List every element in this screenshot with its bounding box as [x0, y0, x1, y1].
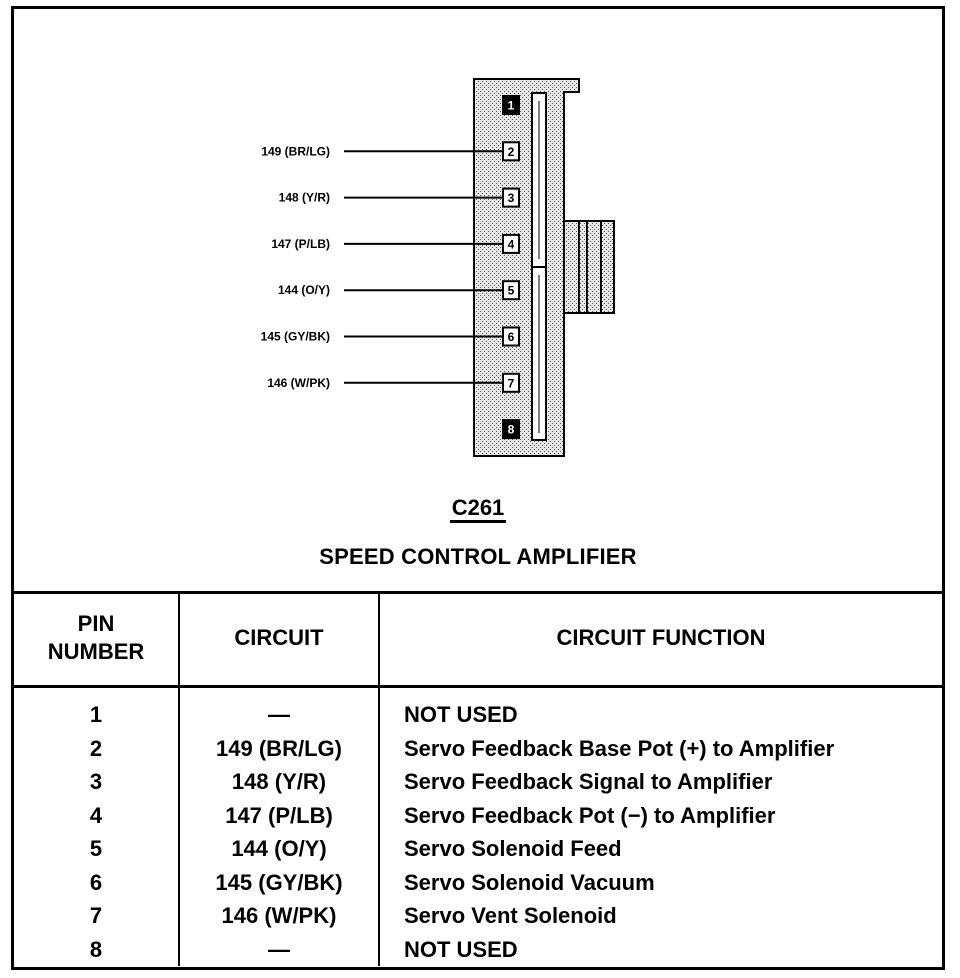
table-header-row: PIN NUMBER CIRCUIT CIRCUIT FUNCTION: [14, 591, 942, 688]
header-circuit-function: CIRCUIT FUNCTION: [379, 591, 942, 688]
pin-number-label: 2: [508, 145, 515, 159]
pin-cavity: 7: [502, 372, 520, 393]
circuit-function-cell: Servo Solenoid Feed: [404, 836, 622, 862]
pin-number-label: 4: [508, 237, 515, 251]
wire-label: 144 (O/Y): [278, 283, 330, 297]
circuit-function-cell: Servo Feedback Base Pot (+) to Amplifier: [404, 735, 835, 761]
pin-cavity: 6: [502, 326, 520, 347]
wire-label: 147 (P/LB): [271, 237, 330, 251]
connector-body: [473, 78, 580, 457]
circuit-function-cell: NOT USED: [404, 702, 518, 728]
connector-latch: [563, 220, 615, 314]
connector-id-text: C261: [449, 495, 507, 523]
wire-label: 149 (BR/LG): [261, 144, 330, 158]
pin-cavity: 2: [502, 141, 520, 162]
pin-number-cell: 2: [14, 731, 180, 765]
pin-cavity: 8: [502, 419, 520, 440]
circuit-function-cell: Servo Solenoid Vacuum: [404, 869, 655, 895]
connector-diagram: 149 (BR/LG) 148 (Y/R) 147 (P/LB) 144 (O/Y) 1…: [14, 9, 942, 594]
page-frame: 149 (BR/LG)148 (Y/R)147 (P/LB)144 (O/Y)1…: [11, 6, 945, 970]
table-row: 8— NOT USED: [14, 932, 942, 966]
pin-number-label: 1: [508, 99, 515, 113]
wire-label: 148 (Y/R): [279, 191, 330, 205]
wire-label: 146 (W/PK): [267, 376, 330, 390]
pin-number-label: 7: [508, 376, 515, 390]
header-pin-number-word: NUMBER: [47, 639, 145, 664]
circuit-cell: —: [179, 686, 380, 732]
circuit-cell: 147 (P/LB): [179, 798, 380, 832]
pin-number-label: 5: [508, 284, 515, 298]
circuit-cell: 144 (O/Y): [179, 832, 380, 866]
circuit-cell: 149 (BR/LG): [179, 731, 380, 765]
pin-cavity: 1: [502, 95, 520, 115]
circuit-function-cell: Servo Vent Solenoid: [404, 903, 617, 929]
header-circuit: CIRCUIT: [179, 591, 380, 688]
pin-number-cell: 6: [14, 865, 180, 899]
circuit-cell: —: [179, 932, 380, 966]
wire-label: 145 (GY/BK): [261, 330, 330, 344]
pin-number-label: 6: [508, 330, 515, 344]
circuit-cell: 148 (Y/R): [179, 765, 380, 799]
pin-number-label: 8: [508, 423, 515, 437]
circuit-cell: 146 (W/PK): [179, 899, 380, 933]
header-pin-number: PIN NUMBER: [14, 591, 180, 688]
circuit-function-cell: Servo Feedback Pot (−) to Amplifier: [404, 802, 776, 828]
circuit-cell: 145 (GY/BK): [179, 865, 380, 899]
pin-number-cell: 4: [14, 798, 180, 832]
connector-drawing: 149 (BR/LG) 148 (Y/R) 147 (P/LB) 144 (O/Y) 1…: [261, 78, 615, 457]
pin-number-cell: 8: [14, 932, 180, 966]
pin-number-cell: 7: [14, 899, 180, 933]
header-pin-number-word: PIN: [77, 611, 115, 636]
pin-number-cell: 5: [14, 832, 180, 866]
pin-number-label: 3: [508, 191, 515, 205]
pin-cavity: 3: [502, 187, 520, 208]
pin-number-cell: 1: [14, 686, 180, 732]
circuit-function-cell: Servo Feedback Signal to Amplifier: [404, 769, 773, 795]
pin-cavity: 5: [502, 280, 520, 301]
table-row: 1— NOT USED: [14, 686, 942, 732]
connector-id: C261: [14, 495, 942, 523]
circuit-function-cell: NOT USED: [404, 936, 518, 962]
connector-name: SPEED CONTROL AMPLIFIER: [319, 544, 637, 569]
pin-number-cell: 3: [14, 765, 180, 799]
pin-cavity: 4: [502, 233, 520, 254]
